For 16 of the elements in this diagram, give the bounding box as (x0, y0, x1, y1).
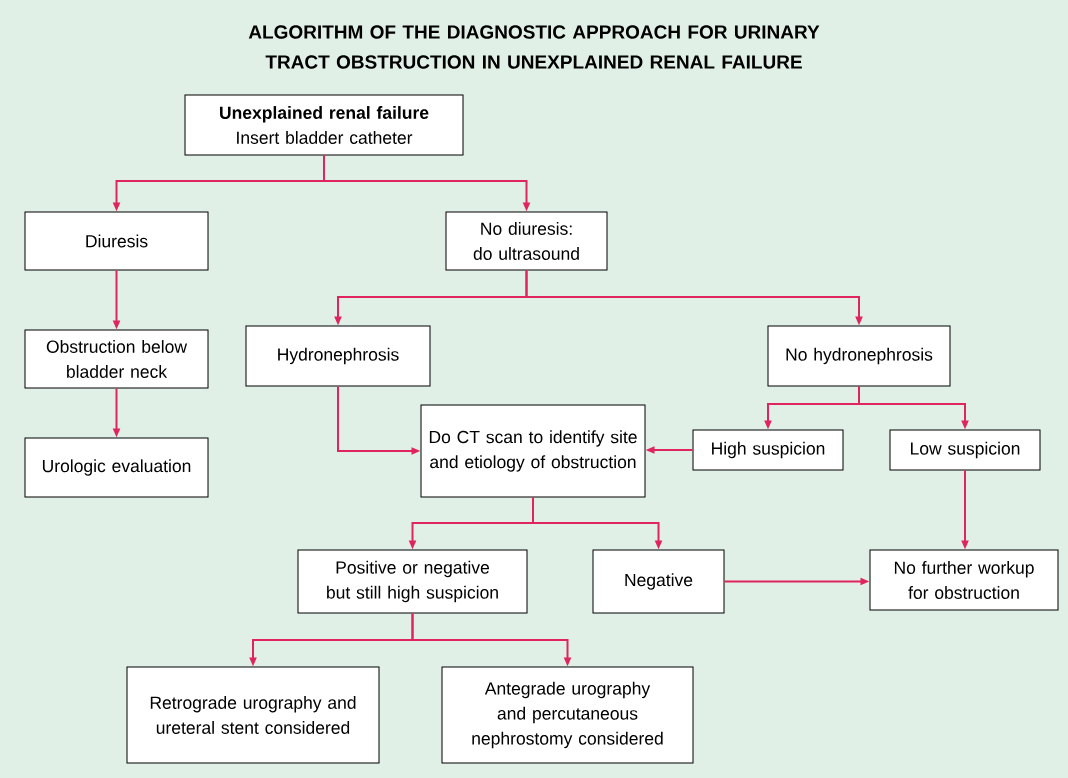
process-box: Urologic evaluation (24, 437, 209, 498)
process-box: High suspicion (692, 429, 844, 471)
process-box: Hydronephrosis (245, 325, 431, 387)
process-box: No diuresis: do ultrasound (445, 211, 608, 271)
title: ALGORITHM OF THE DIAGNOSTIC APPROACH FOR URINARY TRACT OBSTRUCTION IN UNEXPLAINED RENAL FAILURE (248, 25, 820, 69)
process-box: Do CT scan to identify site and etiology of obstruction (420, 404, 646, 498)
process-box: Antegrade urography and percutaneous nephrostomy considered (441, 666, 694, 764)
process-box: Retrograde urography and ureteral stent considered (126, 666, 380, 764)
process-box: Obstruction below bladder neck (24, 329, 209, 389)
process-box: Unexplained renal failure Insert bladder catheter (184, 94, 464, 156)
process-box: No hydronephrosis (767, 325, 951, 387)
process-box: Negative (592, 549, 725, 614)
process-box: Low suspicion (889, 429, 1041, 471)
process-box: Diuresis (24, 211, 209, 271)
process-box: Positive or negative but still high suspicion (297, 549, 528, 614)
process-box: No further workup for obstruction (869, 549, 1059, 611)
